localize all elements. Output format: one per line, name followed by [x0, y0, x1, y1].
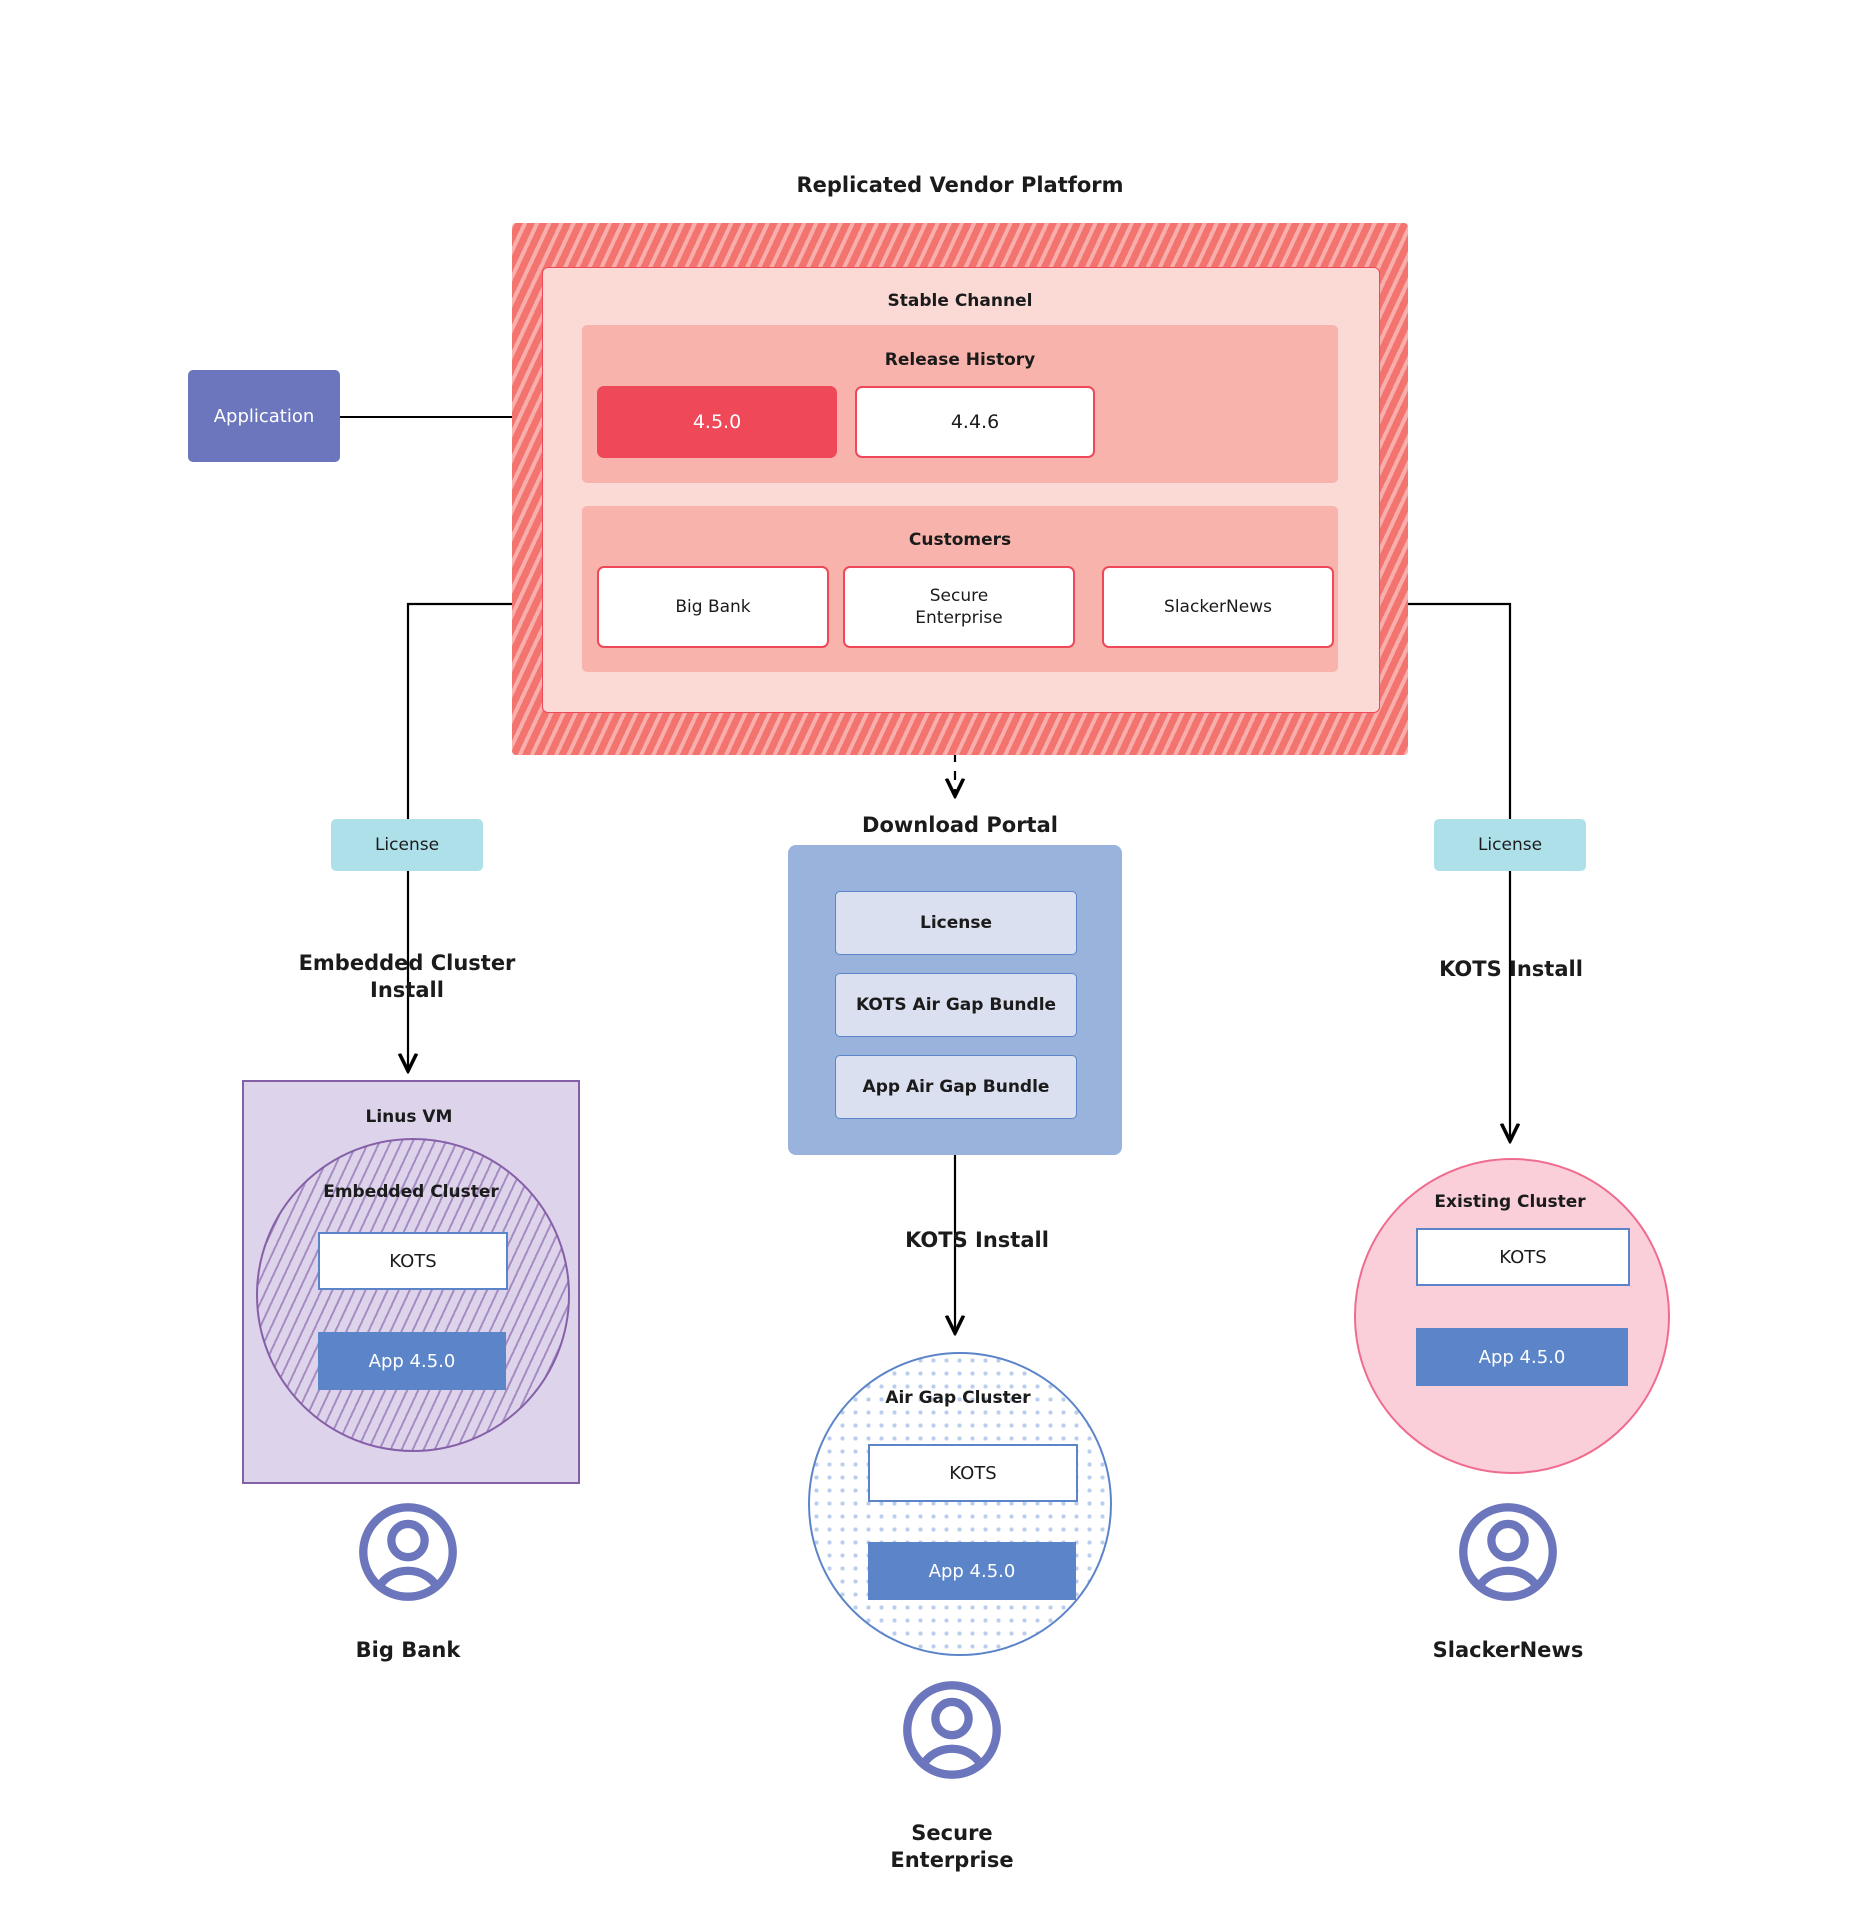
release-item-previous[interactable]: 4.4.6: [855, 386, 1095, 458]
linus-vm-label: Linus VM: [365, 1107, 453, 1127]
application-label: Application: [213, 405, 315, 427]
customer-name: SlackerNews: [1164, 596, 1272, 617]
app-label: App 4.5.0: [368, 1350, 456, 1372]
persona-name-slackernews: SlackerNews: [1432, 1638, 1584, 1663]
page-title: Replicated Vendor Platform: [796, 172, 1124, 197]
embedded-cluster-circle: [256, 1138, 570, 1452]
install-label-kots-right: KOTS Install: [1439, 957, 1583, 982]
persona-name-secure-enterprise: Secure Enterprise: [890, 1820, 1014, 1872]
embedded-cluster-label: Embedded Cluster: [323, 1182, 499, 1202]
customer-card-big-bank[interactable]: Big Bank: [597, 566, 829, 648]
air-gap-cluster-circle: [808, 1352, 1112, 1656]
avatar-icon: [1459, 1503, 1557, 1601]
kots-label: KOTS: [389, 1250, 437, 1272]
app-node-vm[interactable]: App 4.5.0: [318, 1332, 506, 1390]
app-label: App 4.5.0: [1478, 1346, 1566, 1368]
existing-cluster-circle: [1354, 1158, 1670, 1474]
air-gap-cluster-label: Air Gap Cluster: [885, 1388, 1031, 1408]
license-label: License: [374, 835, 440, 855]
application-node[interactable]: Application: [188, 370, 340, 462]
avatar-icon: [903, 1681, 1001, 1779]
install-label-embedded-cluster: Embedded Cluster Install: [298, 950, 516, 1002]
license-chip-left[interactable]: License: [331, 819, 483, 871]
release-version: 4.5.0: [692, 411, 742, 433]
portal-item-kots-air-gap-bundle[interactable]: KOTS Air Gap Bundle: [835, 973, 1077, 1037]
license-chip-right[interactable]: License: [1434, 819, 1586, 871]
kots-label: KOTS: [949, 1462, 997, 1484]
kots-label: KOTS: [1499, 1246, 1547, 1268]
portal-item-label: App Air Gap Bundle: [862, 1077, 1050, 1097]
portal-item-app-air-gap-bundle[interactable]: App Air Gap Bundle: [835, 1055, 1077, 1119]
app-label: App 4.5.0: [928, 1560, 1016, 1582]
kots-node-existing[interactable]: KOTS: [1416, 1228, 1630, 1286]
install-label-kots-center: KOTS Install: [905, 1228, 1049, 1253]
portal-item-license[interactable]: License: [835, 891, 1077, 955]
release-version: 4.4.6: [950, 411, 1000, 433]
portal-item-label: License: [919, 913, 993, 933]
app-node-existing[interactable]: App 4.5.0: [1416, 1328, 1628, 1386]
portal-item-label: KOTS Air Gap Bundle: [855, 995, 1057, 1015]
existing-cluster-label: Existing Cluster: [1434, 1192, 1586, 1212]
persona-name-big-bank: Big Bank: [355, 1638, 461, 1663]
kots-node-airgap[interactable]: KOTS: [868, 1444, 1078, 1502]
customers-label: Customers: [908, 530, 1012, 550]
kots-node-vm[interactable]: KOTS: [318, 1232, 508, 1290]
download-portal-title: Download Portal: [862, 812, 1058, 837]
customer-card-secure-enterprise[interactable]: Secure Enterprise: [843, 566, 1075, 648]
stable-channel-label: Stable Channel: [887, 291, 1033, 311]
customer-name: Big Bank: [675, 596, 751, 617]
release-item-current[interactable]: 4.5.0: [597, 386, 837, 458]
app-node-airgap[interactable]: App 4.5.0: [868, 1542, 1076, 1600]
customer-card-slackernews[interactable]: SlackerNews: [1102, 566, 1334, 648]
customer-name: Secure Enterprise: [915, 585, 1003, 628]
avatar-icon: [359, 1503, 457, 1601]
license-label: License: [1477, 835, 1543, 855]
release-history-label: Release History: [884, 350, 1036, 370]
